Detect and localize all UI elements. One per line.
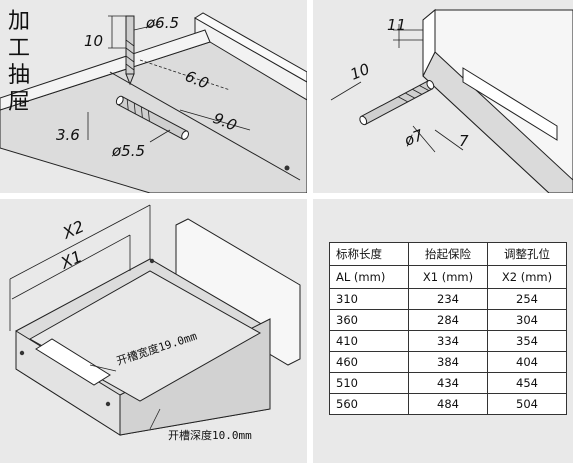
table-row: 510 434 454 — [329, 372, 567, 394]
cell-al: 360 — [329, 309, 409, 331]
cell-al: 410 — [329, 330, 409, 352]
x1-label: X1 — [57, 247, 85, 273]
hole-diameter-label: ø6.5 — [145, 14, 179, 32]
drawer-drilling-panel: ø6.5 10 6.0 3.6 9.0 ø5.5 加工抽屉 — [0, 0, 307, 193]
table-row: 460 384 404 — [329, 351, 567, 373]
cell-x2: 254 — [487, 288, 567, 310]
cell-x1: 484 — [408, 393, 488, 415]
drill-diameter-label: ø5.5 — [111, 142, 145, 160]
table-row: 410 334 354 — [329, 330, 567, 352]
cell-x1: 234 — [408, 288, 488, 310]
diameter-label: ø7 — [401, 126, 426, 150]
cell-al: 310 — [329, 288, 409, 310]
table-row: 560 484 504 — [329, 393, 567, 415]
cell-al: 510 — [329, 372, 409, 394]
groove-depth-label: 开槽深度10.0mm — [168, 428, 252, 442]
cell-x2: 404 — [487, 351, 567, 373]
length-label: 10 — [348, 60, 372, 84]
cell-x1: 384 — [408, 351, 488, 373]
cell-x2: 304 — [487, 309, 567, 331]
header-al: 标称长度 — [329, 242, 409, 266]
edge-offset-label: 3.6 — [56, 126, 80, 144]
offset-label: 7 — [459, 132, 469, 150]
header-x1-unit: X1 (mm) — [408, 265, 488, 289]
drawer-drilling-diagram: ø6.5 10 6.0 3.6 9.0 ø5.5 — [0, 12, 307, 193]
table-header-row-1: 标称长度 抬起保险 调整孔位 — [329, 242, 567, 266]
spec-table: 标称长度 抬起保险 调整孔位 AL (mm) X1 (mm) X2 (mm) 3… — [329, 242, 567, 415]
table-row: 360 284 304 — [329, 309, 567, 331]
cell-al: 460 — [329, 351, 409, 373]
header-x1: 抬起保险 — [408, 242, 488, 266]
side-drilling-diagram: 11 10 ø7 7 — [330, 8, 573, 193]
header-al-unit: AL (mm) — [329, 265, 409, 289]
side-drilling-panel: 11 10 ø7 7 — [313, 0, 573, 193]
table-row: 310 234 254 — [329, 288, 567, 310]
cell-x1: 284 — [408, 309, 488, 331]
cell-x1: 434 — [408, 372, 488, 394]
cell-x2: 504 — [487, 393, 567, 415]
drawer-box-panel: X2 X1 开槽宽度19.0mm 开槽深度10.0mm — [0, 199, 307, 463]
header-x2-unit: X2 (mm) — [487, 265, 567, 289]
table-header-row-2: AL (mm) X1 (mm) X2 (mm) — [329, 265, 567, 289]
cell-x2: 454 — [487, 372, 567, 394]
cell-x1: 334 — [408, 330, 488, 352]
panel-title: 加工抽屉 — [7, 9, 30, 115]
cell-x2: 354 — [487, 330, 567, 352]
hole-offset-label: 10 — [84, 32, 103, 50]
x2-label: X2 — [59, 217, 87, 243]
spec-table-panel: 标称长度 抬起保险 调整孔位 AL (mm) X1 (mm) X2 (mm) 3… — [313, 199, 573, 463]
drawer-box-diagram: X2 X1 开槽宽度19.0mm 开槽深度10.0mm — [9, 204, 301, 442]
cell-al: 560 — [329, 393, 409, 415]
height-label: 11 — [387, 16, 406, 34]
header-x2: 调整孔位 — [487, 242, 567, 266]
